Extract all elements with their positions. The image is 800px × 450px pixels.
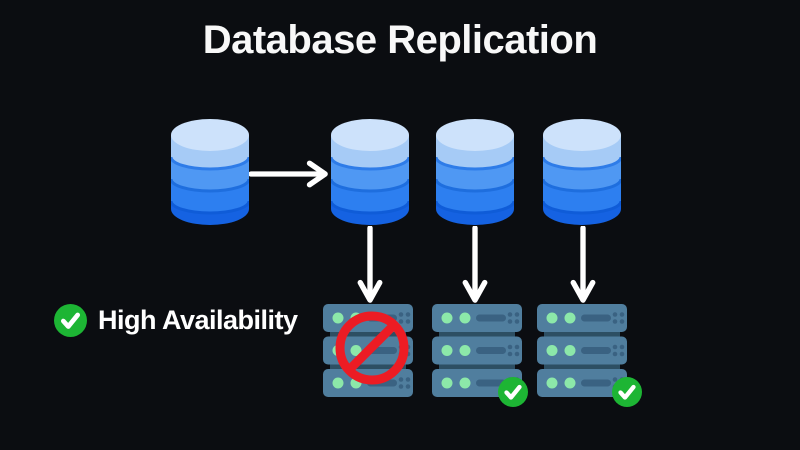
legend: High Availability xyxy=(54,304,298,337)
legend-label: High Availability xyxy=(98,305,298,335)
replica-database-2-icon xyxy=(436,119,514,225)
check-circle-icon xyxy=(54,304,87,337)
arrow-down-icon-3 xyxy=(570,226,596,304)
replica-database-3-icon xyxy=(543,119,621,225)
arrow-right-icon xyxy=(249,158,331,190)
arrow-down-icon-1 xyxy=(357,226,383,304)
page-title: Database Replication xyxy=(202,18,598,62)
check-circle-icon-server-3 xyxy=(612,377,642,407)
check-circle-icon-server-2 xyxy=(498,377,528,407)
arrow-down-icon-2 xyxy=(462,226,488,304)
prohibition-icon xyxy=(334,310,410,386)
replica-database-1-icon xyxy=(331,119,409,225)
primary-database-icon xyxy=(171,119,249,225)
